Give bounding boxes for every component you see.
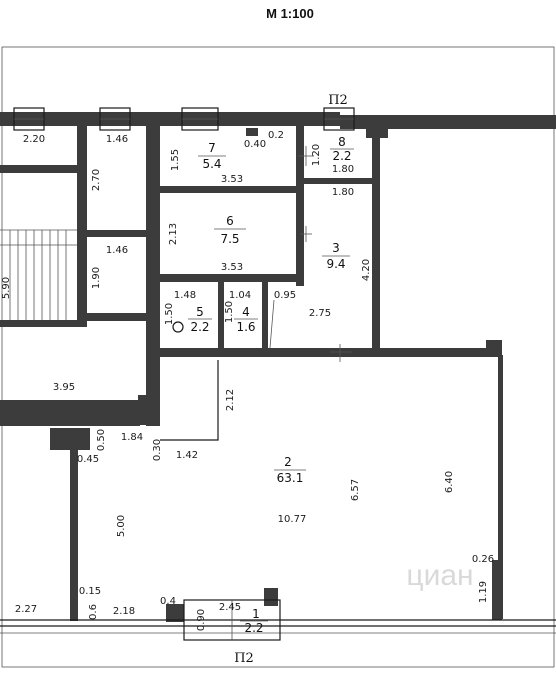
- room-7-number: 7: [208, 141, 216, 155]
- dim-label: 1.90: [91, 267, 102, 289]
- wall-lower-left: [50, 428, 90, 450]
- room-8-area: 2.2: [332, 149, 351, 163]
- room-1-area: 2.2: [244, 621, 263, 635]
- wall-stair-top: [0, 165, 80, 173]
- top-wall-right: [340, 115, 556, 129]
- wall-3-right: [372, 126, 380, 352]
- wall-4-5: [218, 282, 224, 348]
- dim-label: 4.20: [361, 259, 372, 281]
- wall-right-bottom: [492, 560, 502, 620]
- wall-6-bottom: [160, 274, 300, 282]
- wall-8-bottom: [304, 178, 376, 184]
- dim-label: 2.70: [91, 169, 102, 191]
- watermark-text: циан: [406, 559, 473, 592]
- dim-label: 0.15: [79, 586, 101, 597]
- dim-label: 0.45: [77, 454, 99, 465]
- room-2-number: 2: [284, 455, 292, 469]
- top-wall-mid: [300, 112, 340, 126]
- top-wall-left: [0, 112, 300, 126]
- dim-label: 3.53: [221, 174, 243, 185]
- dim-label: 2.75: [309, 308, 331, 319]
- walls: [0, 107, 556, 622]
- dim-label: 0.26: [472, 554, 494, 565]
- room-4-number: 4: [242, 305, 250, 319]
- dim-label: 3.95: [53, 382, 75, 393]
- thin-lines: [0, 146, 556, 641]
- wall-bottom-stub1: [166, 604, 184, 622]
- dim-label: 0.50: [96, 429, 107, 451]
- dim-label: 5.90: [1, 277, 12, 299]
- wall-room2-top: [160, 348, 500, 357]
- toilet-icon: [172, 321, 184, 333]
- room-1-number: 1: [252, 607, 260, 621]
- dimension-labels: 2.20 1.46 1.55 0.40 0.2 1.20 1.80 3.53 2…: [1, 130, 494, 631]
- dim-label: 0.90: [196, 609, 207, 631]
- dim-label: 2.20: [23, 134, 45, 145]
- room-labels: 1 2.2 2 63.1 3 9.4 4 1.6 5 2.2 6 7.5 7 5…: [188, 135, 354, 635]
- dim-label: 10.77: [278, 514, 307, 525]
- wall-6-7: [160, 186, 300, 193]
- dim-label: 1.50: [224, 301, 235, 323]
- dim-label: 6.57: [350, 479, 361, 501]
- dim-label: 2.12: [225, 389, 236, 411]
- wall-bottom-stub2: [264, 588, 278, 606]
- room-5-number: 5: [196, 305, 204, 319]
- dim-label: 0.30: [152, 439, 163, 461]
- room-4-area: 1.6: [236, 320, 255, 334]
- wall-stair-bottom: [0, 320, 87, 327]
- dim-label: 0.40: [244, 139, 266, 150]
- scale-label: М 1:100: [266, 6, 314, 21]
- dim-label: 0.2: [268, 130, 284, 141]
- dim-label: 1.50: [164, 303, 175, 325]
- wall-column: [138, 395, 160, 425]
- dim-label: 0.6: [88, 604, 99, 620]
- dim-label: 1.80: [332, 187, 354, 198]
- wall-left-inner: [77, 126, 87, 322]
- dim-label: 2.27: [15, 604, 37, 615]
- dim-label: 1.19: [478, 581, 489, 603]
- room-5-area: 2.2: [190, 320, 209, 334]
- wall-4-right: [262, 282, 268, 348]
- sheet-frame: [1, 46, 555, 668]
- stairs: [0, 229, 77, 320]
- wall-left-band: [0, 400, 140, 426]
- dim-label: 1.55: [170, 149, 181, 171]
- room-3-area: 9.4: [326, 257, 345, 271]
- room-3-number: 3: [332, 241, 340, 255]
- dim-label: 3.53: [221, 262, 243, 273]
- dim-label: 1.80: [332, 164, 354, 175]
- dim-label: 1.20: [311, 144, 322, 166]
- wall-vertical-main: [146, 126, 160, 426]
- dim-label: 2.45: [219, 602, 241, 613]
- dim-label: 2.13: [168, 223, 179, 245]
- dim-label: 0.95: [274, 290, 296, 301]
- section-mark-top: П2: [328, 93, 348, 108]
- dim-label: 1.48: [174, 290, 196, 301]
- dim-label: 1.42: [176, 450, 198, 461]
- dim-label: 1.46: [106, 245, 128, 256]
- room-6-number: 6: [226, 214, 234, 228]
- wall-h2: [87, 313, 147, 321]
- room-7-area: 5.4: [202, 157, 221, 171]
- dim-label: 1.04: [229, 290, 251, 301]
- wall-room2-corner: [486, 340, 502, 357]
- wall-right: [498, 355, 503, 619]
- dim-label: 1.84: [121, 432, 143, 443]
- dim-label: 0.4: [160, 596, 176, 607]
- wall-lower-vertical: [70, 440, 78, 620]
- dim-label: 2.18: [113, 606, 135, 617]
- wall-bottom-stub3: [70, 603, 78, 621]
- room-8-number: 8: [338, 135, 346, 149]
- room-6-area: 7.5: [220, 232, 239, 246]
- dim-label: 6.40: [444, 471, 455, 493]
- wall-6-right: [296, 126, 304, 286]
- room-2-area: 63.1: [277, 471, 304, 485]
- dim-label: 1.46: [106, 134, 128, 145]
- wall-h1: [87, 230, 147, 237]
- dim-label: 5.00: [116, 515, 127, 537]
- wall-stub: [246, 128, 258, 136]
- section-mark-bottom: П2: [234, 651, 254, 666]
